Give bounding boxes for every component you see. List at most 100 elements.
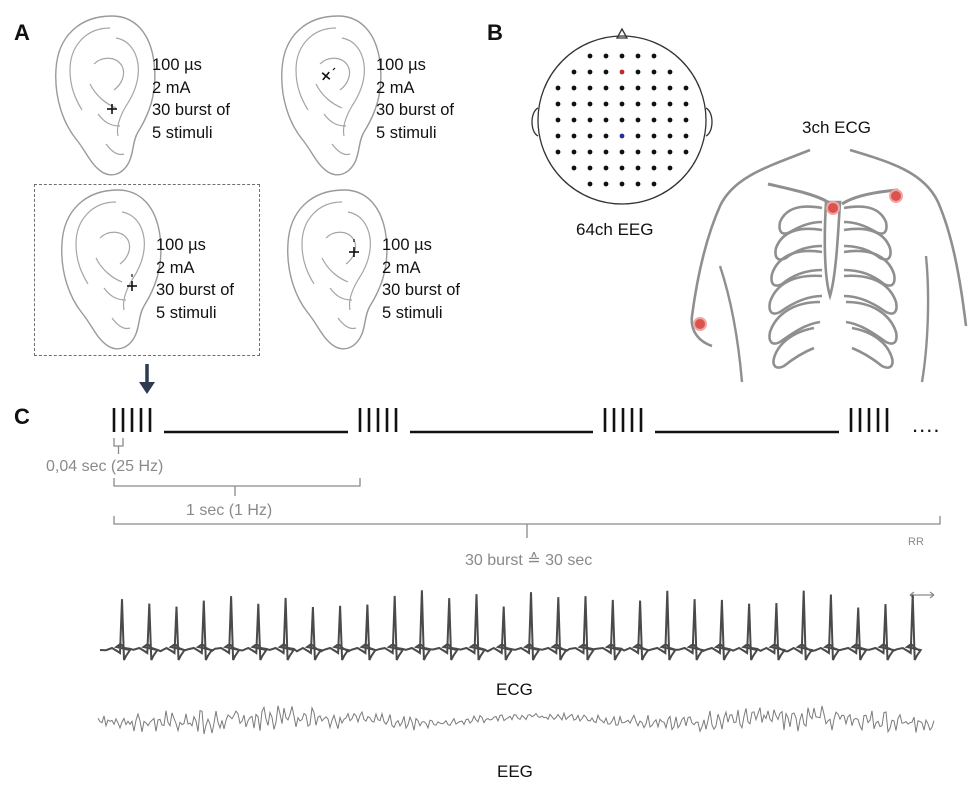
eeg-electrode bbox=[635, 53, 641, 59]
rr-label: RR bbox=[908, 536, 924, 548]
ecg-waveform bbox=[99, 590, 923, 661]
eeg-electrode bbox=[603, 101, 609, 107]
eeg-electrode bbox=[619, 69, 625, 75]
continuation-dots: .... bbox=[912, 412, 940, 437]
eeg-electrode bbox=[635, 181, 641, 187]
eeg-electrode bbox=[635, 101, 641, 107]
stimuli-count: 5 stimuli bbox=[382, 303, 443, 322]
down-arrow-icon bbox=[139, 364, 155, 394]
eeg-electrode bbox=[555, 85, 561, 91]
stimulation-site-marker bbox=[126, 280, 138, 292]
panel-label-c: C bbox=[14, 404, 30, 429]
stimuli-count: 5 stimuli bbox=[156, 303, 217, 322]
eeg-electrode bbox=[651, 53, 657, 59]
eeg-electrode bbox=[651, 181, 657, 187]
eeg-electrode bbox=[651, 69, 657, 75]
eeg-electrode bbox=[571, 149, 577, 155]
eeg-electrode bbox=[667, 69, 673, 75]
eeg-electrode bbox=[651, 117, 657, 123]
burst-count: 30 burst of bbox=[376, 101, 454, 119]
stimulation-site-marker bbox=[348, 246, 360, 258]
pulse-width: 100 µs bbox=[156, 236, 206, 254]
burst-interval-bracket bbox=[113, 478, 361, 496]
total-duration-label: 30 burst ≙ 30 sec bbox=[465, 552, 593, 569]
eeg-electrode bbox=[587, 149, 593, 155]
ecg-trace-label: ECG bbox=[496, 680, 533, 699]
eeg-electrode bbox=[571, 101, 577, 107]
pulse-width: 100 µs bbox=[376, 56, 426, 74]
pulse-width: 100 µs bbox=[152, 56, 202, 74]
eeg-electrode bbox=[667, 101, 673, 107]
eeg-electrode bbox=[603, 133, 609, 139]
burst-count: 30 burst of bbox=[382, 281, 460, 299]
eeg-electrode bbox=[683, 149, 689, 155]
eeg-electrode bbox=[619, 85, 625, 91]
eeg-electrode bbox=[667, 85, 673, 91]
eeg-electrode bbox=[683, 101, 689, 107]
burst-count: 30 burst of bbox=[156, 281, 234, 299]
eeg-electrode bbox=[651, 149, 657, 155]
right-ear-icon bbox=[705, 107, 713, 137]
eeg-electrode bbox=[619, 133, 625, 139]
eeg-trace bbox=[97, 705, 935, 735]
eeg-electrode bbox=[635, 69, 641, 75]
eeg-electrode bbox=[635, 85, 641, 91]
stimuli-count: 5 stimuli bbox=[376, 123, 437, 142]
left-ear-icon bbox=[531, 107, 539, 137]
eeg-electrode bbox=[667, 133, 673, 139]
ecg-trace bbox=[99, 590, 923, 661]
stimulation-parameters: 100 µs 2 mA 30 burst of 5 stimuli bbox=[152, 54, 230, 144]
eeg-electrode bbox=[587, 181, 593, 187]
eeg-waveform bbox=[97, 705, 935, 735]
ecg-electrode bbox=[693, 317, 707, 331]
eeg-electrode bbox=[555, 133, 561, 139]
eeg-electrode bbox=[571, 165, 577, 171]
current-amplitude: 2 mA bbox=[152, 78, 191, 97]
eeg-electrode bbox=[555, 117, 561, 123]
eeg-electrode bbox=[635, 165, 641, 171]
nose-icon bbox=[615, 27, 629, 39]
eeg-electrode bbox=[587, 53, 593, 59]
stimulation-site-marker bbox=[318, 68, 334, 84]
current-amplitude: 2 mA bbox=[376, 78, 415, 97]
eeg-electrode bbox=[587, 69, 593, 75]
panel-label-b: B bbox=[487, 20, 503, 45]
current-amplitude: 2 mA bbox=[382, 258, 421, 277]
eeg-electrode bbox=[619, 101, 625, 107]
eeg-electrode bbox=[619, 117, 625, 123]
eeg-electrode bbox=[587, 101, 593, 107]
eeg-electrode bbox=[587, 117, 593, 123]
eeg-caption: 64ch EEG bbox=[576, 220, 654, 239]
ecg-caption: 3ch ECG bbox=[802, 118, 871, 137]
eeg-electrode bbox=[571, 85, 577, 91]
eeg-electrode bbox=[683, 85, 689, 91]
eeg-electrode bbox=[603, 117, 609, 123]
pulse-interval-bracket bbox=[113, 438, 124, 454]
torso-illustration bbox=[690, 148, 968, 383]
eeg-electrode bbox=[635, 133, 641, 139]
eeg-electrode bbox=[603, 69, 609, 75]
stimuli-count: 5 stimuli bbox=[152, 123, 213, 142]
eeg-electrode bbox=[571, 117, 577, 123]
stimulation-parameters: 100 µs 2 mA 30 burst of 5 stimuli bbox=[156, 234, 234, 324]
eeg-electrode bbox=[555, 149, 561, 155]
eeg-electrode bbox=[587, 85, 593, 91]
burst-count: 30 burst of bbox=[152, 101, 230, 119]
eeg-electrode bbox=[635, 149, 641, 155]
pulse-width: 100 µs bbox=[382, 236, 432, 254]
eeg-electrode bbox=[555, 101, 561, 107]
eeg-electrode bbox=[635, 117, 641, 123]
ear-illustration bbox=[281, 15, 382, 176]
eeg-electrode bbox=[667, 117, 673, 123]
eeg-electrode bbox=[619, 149, 625, 155]
eeg-electrode bbox=[683, 117, 689, 123]
eeg-electrode bbox=[667, 149, 673, 155]
eeg-electrode bbox=[603, 53, 609, 59]
eeg-trace-label: EEG bbox=[497, 762, 533, 781]
eeg-electrode bbox=[603, 165, 609, 171]
eeg-electrode bbox=[571, 133, 577, 139]
panel-label-a: A bbox=[14, 20, 30, 45]
eeg-electrode bbox=[603, 181, 609, 187]
stimulation-train-diagram: .... bbox=[112, 408, 941, 599]
eeg-electrode bbox=[571, 69, 577, 75]
